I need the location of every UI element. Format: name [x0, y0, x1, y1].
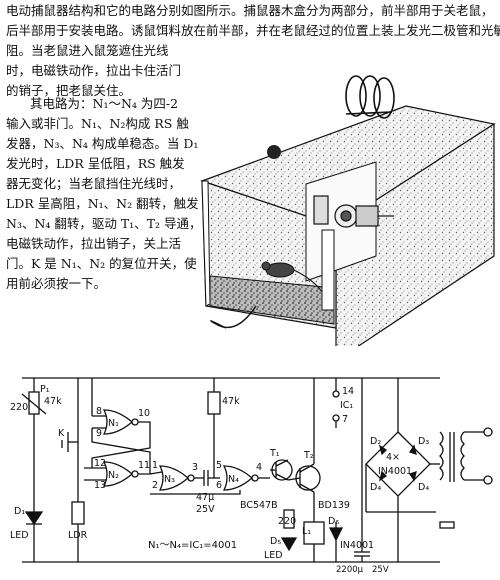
label-pin2: 2: [152, 480, 158, 491]
text-line: 阻。当老鼠进入鼠笼遮住光线: [6, 43, 169, 58]
gate-n3-icon: [158, 465, 189, 491]
label-p1-value: 47k: [44, 396, 62, 407]
led-d5-icon: [280, 537, 298, 552]
label-pin1: 1: [152, 460, 158, 471]
led-d1-icon: [24, 511, 44, 526]
label-led1: LED: [10, 530, 29, 541]
box-floor: [209, 275, 335, 325]
label-pin9: 9: [96, 428, 102, 439]
label-ldr: LDR: [68, 530, 88, 541]
label-t2: T₂: [303, 450, 314, 461]
text-line: 门。K 是 N₁、N₂ 的复位开关，使: [6, 256, 197, 271]
resistor-47k: [207, 391, 221, 415]
text-line: 器无变化；当老鼠挡住光线时，: [6, 176, 182, 191]
text-line: 输入或非门。N₁、N₂构成 RS 触: [6, 116, 189, 131]
label-r220-top: 220: [10, 402, 28, 413]
label-d4b: D₄: [418, 482, 429, 493]
label-d1: D₁: [14, 506, 25, 517]
fuse-icon: [439, 521, 455, 529]
ac-terminal-icon: [483, 475, 493, 485]
label-pin12: 12: [94, 458, 106, 469]
transformer-icon: [439, 431, 444, 481]
gate-n1-icon: [102, 409, 133, 435]
label-pin8: 8: [96, 406, 102, 417]
label-cap2-v: 25V: [372, 565, 389, 575]
box-glass-panel: [201, 180, 211, 307]
ac-terminal-icon: [483, 427, 493, 437]
gate-n2-icon: [102, 461, 133, 487]
label-bridge: 4×: [386, 452, 400, 463]
text-line: LDR 呈高阻，N₁、N₂ 翻转，触发: [6, 196, 199, 211]
text-line: 发光时，LDR 呈低阻，RS 触发: [6, 156, 185, 171]
text-line: 电动捕鼠器结构和它的电路分别如图所示。捕鼠器木盒分为两部分，前半部用于关老鼠，: [6, 3, 494, 18]
label-cap1: 47μ: [196, 492, 214, 503]
label-bd139: BD139: [318, 500, 350, 511]
label-pin5: 5: [216, 460, 222, 471]
label-n4: N₄: [228, 474, 239, 485]
label-pin13: 13: [94, 480, 106, 491]
resistor-220: [283, 509, 295, 529]
circuit-schematic: P₁ 47k 220 47k K D₁ LED LDR N₁ N₂ N₃ N₄ …: [10, 377, 493, 575]
label-d6: D₆: [328, 516, 339, 527]
mouse-icon: [261, 261, 323, 293]
label-pin11: 11: [138, 460, 150, 471]
label-p1: P₁: [40, 384, 50, 395]
label-n2: N₂: [108, 470, 119, 481]
label-d4: D₄: [370, 482, 381, 493]
label-cap1-v: 25V: [196, 504, 215, 515]
label-pin7: 7: [342, 414, 348, 425]
label-pin3: 3: [192, 462, 198, 473]
text-line: 电磁铁动作，拉出销子，关上活: [6, 236, 182, 251]
label-n3: N₃: [164, 474, 175, 485]
label-pin4: 4: [256, 462, 262, 473]
wall-hole-icon: [267, 145, 281, 159]
text-line: 的销子，把老鼠关住。: [6, 83, 132, 98]
label-d2: D₂: [370, 436, 381, 447]
label-ic-note: N₁～N₄=IC₁=4001: [148, 540, 237, 551]
trap-door: [321, 229, 335, 311]
label-pin14: 14: [342, 386, 354, 397]
label-d5: D₅: [270, 536, 281, 547]
label-pin6: 6: [216, 480, 222, 491]
label-ic1: IC₁: [340, 400, 353, 411]
text-line: 其电路为：N₁～N₄ 为四-2: [30, 96, 179, 111]
gate-n4-icon: [222, 465, 253, 491]
label-cap2: 2200μ: [336, 565, 364, 575]
circuit-description-paragraph: 其电路为：N₁～N₄ 为四-2 输入或非门。N₁、N₂构成 RS 触 发器，N₃…: [6, 94, 202, 294]
label-bc547b: BC547B: [240, 500, 278, 511]
label-l1: L₁: [302, 526, 311, 537]
text-line: 后半部用于安装电路。诱鼠饵料放在前半部，并在老鼠经过的位置上装上发光二极管和光敏…: [6, 23, 500, 38]
label-t1: T₁: [269, 448, 280, 459]
resistor-p1: [28, 391, 40, 415]
mousetrap-box-illustration: [200, 75, 496, 346]
label-n1: N₁: [108, 418, 119, 429]
label-in4001a: IN4001: [340, 540, 374, 551]
ldr-icon: [71, 501, 85, 525]
label-pin10: 10: [138, 408, 150, 419]
label-k: K: [58, 428, 65, 439]
text-line: N₃、N₄ 翻转，驱动 T₁、T₂ 导通，: [6, 216, 202, 231]
text-line: 时，电磁铁动作，拉出卡住活门: [6, 63, 182, 78]
power-cable: [210, 305, 257, 329]
label-r220: 220: [278, 516, 296, 527]
intro-paragraph: 电动捕鼠器结构和它的电路分别如图所示。捕鼠器木盒分为两部分，前半部用于关老鼠， …: [6, 1, 500, 101]
label-r47k: 47k: [222, 396, 240, 407]
text-line: 用前必须按一下。: [6, 276, 107, 291]
text-line: 发器，N₃、N₄ 构成单稳态。当 D₁: [6, 136, 199, 151]
label-in4001b: IN4001: [378, 466, 412, 477]
label-d3: D₃: [418, 436, 429, 447]
label-led2: LED: [264, 550, 283, 561]
solenoid-coil-icon: [345, 75, 395, 119]
transistor-t2-icon: [295, 465, 321, 491]
electromagnet-mechanism-icon: [313, 195, 394, 228]
